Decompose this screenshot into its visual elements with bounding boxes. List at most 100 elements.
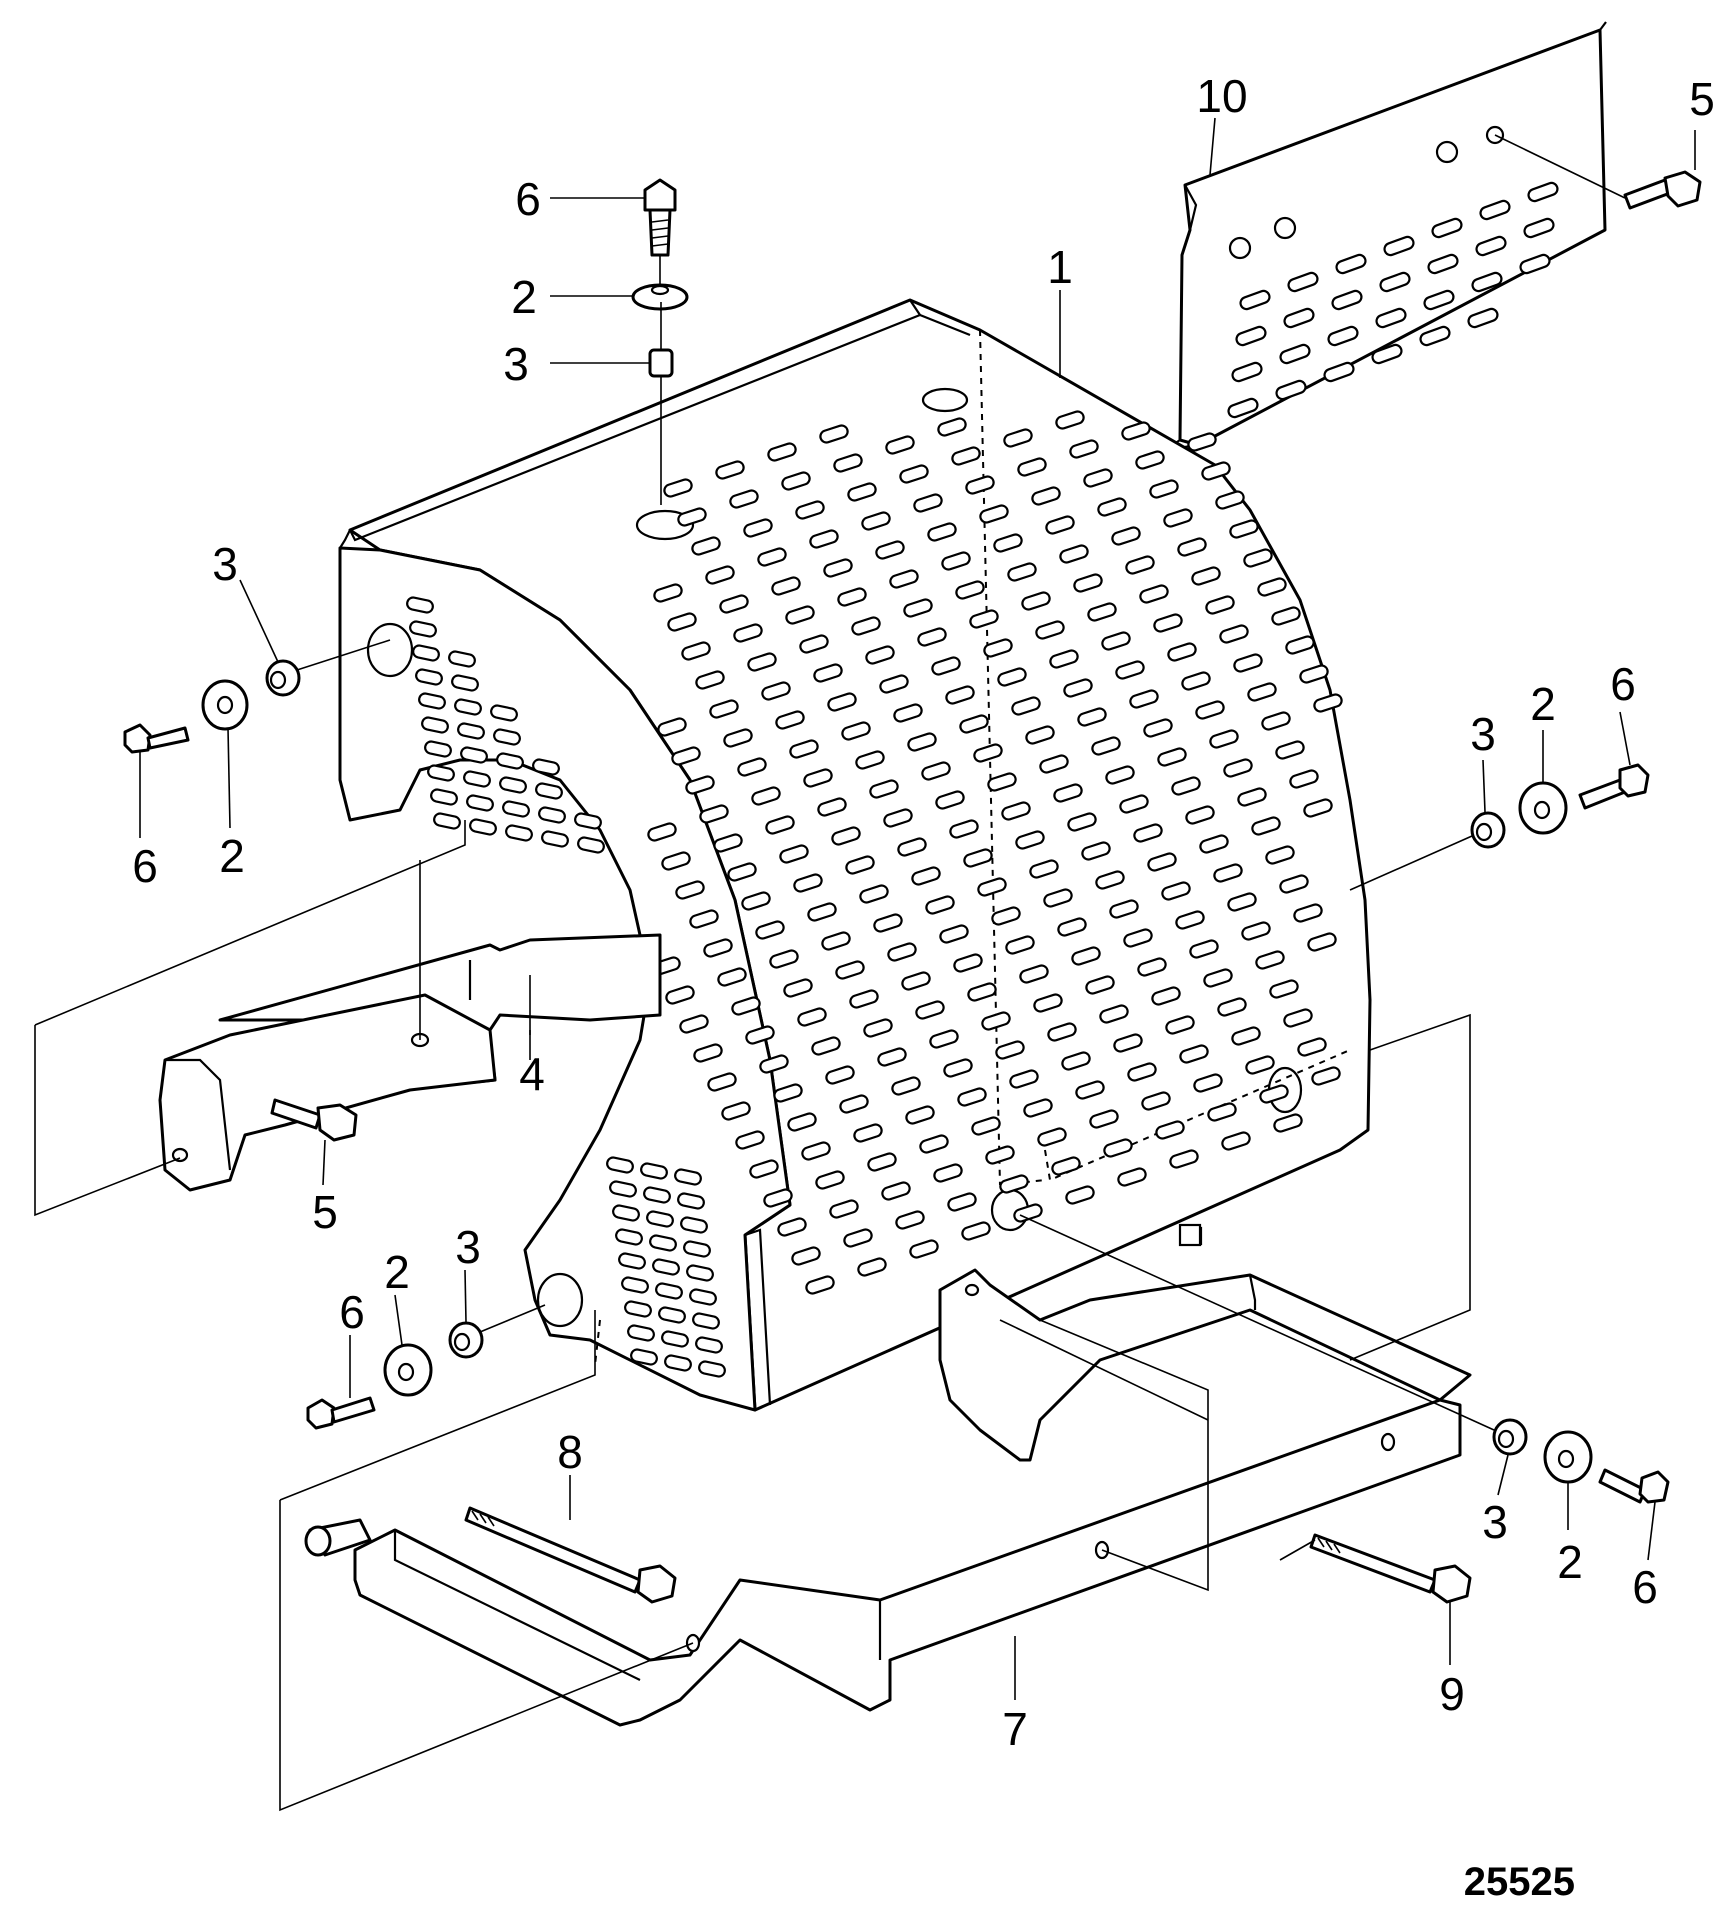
perforation-slot — [771, 576, 801, 596]
perforation-slot — [1061, 1051, 1091, 1071]
perforation-slot — [1085, 975, 1115, 995]
perforation-slot — [807, 902, 837, 922]
perforation-slot — [679, 1014, 709, 1034]
perforation-slot — [883, 808, 913, 828]
perforation-slot — [1071, 946, 1101, 966]
bolt-9 — [1309, 1533, 1472, 1604]
perforation-slot — [941, 551, 971, 571]
perforation-slot — [1157, 747, 1187, 767]
perforation-slot — [1105, 765, 1135, 785]
perforation-slot — [1111, 526, 1141, 546]
perforation-slot — [643, 1186, 671, 1204]
perforation-slot — [1051, 1156, 1081, 1176]
perforation-slot — [795, 500, 825, 520]
perforation-slot — [1125, 555, 1155, 575]
perforation-slot — [685, 775, 715, 795]
perforation-slot — [1287, 271, 1319, 293]
perforation-slot — [981, 1011, 1011, 1031]
perforation-slot — [1215, 490, 1245, 510]
perforation-slot — [658, 1306, 686, 1324]
perforation-slot — [1285, 635, 1315, 655]
perforation-slot — [1151, 986, 1181, 1006]
perforation-slot — [1371, 343, 1403, 365]
callout-3-lower-right: 3 — [1482, 1496, 1508, 1548]
perforation-slot — [683, 1240, 711, 1258]
perforation-slot — [1103, 1138, 1133, 1158]
perforation-slot — [415, 668, 443, 686]
perforation-slot — [939, 924, 969, 944]
perforation-slot — [1017, 457, 1047, 477]
figure-number: 25525 — [1464, 1860, 1575, 1904]
perforation-slot — [1115, 660, 1145, 680]
perforation-slot — [759, 1054, 789, 1074]
perforation-slot — [655, 1282, 683, 1300]
perforation-slot — [1323, 361, 1355, 383]
perforation-slot — [1303, 798, 1333, 818]
weld-nut — [1178, 1223, 1202, 1247]
part-10-rear-plate — [1164, 21, 1607, 452]
perforation-slot — [761, 681, 791, 701]
perforation-slot — [819, 424, 849, 444]
perforation-slot — [779, 844, 809, 864]
perforation-slot — [1275, 379, 1307, 401]
perforation-slot — [677, 507, 707, 527]
perforation-slot — [825, 1065, 855, 1085]
perforation-slot — [532, 758, 560, 776]
perforation-slot — [1331, 289, 1363, 311]
perforation-slot — [677, 1192, 705, 1210]
perforation-slot — [1141, 1091, 1171, 1111]
perforation-slot — [1427, 253, 1459, 275]
perforation-slot — [609, 1180, 637, 1198]
callout-6-right: 6 — [1610, 658, 1636, 710]
callout-2-left: 2 — [219, 830, 245, 882]
perforation-slot — [469, 818, 497, 836]
perforation-slot — [943, 1058, 973, 1078]
perforation-slot — [1239, 289, 1271, 311]
perforation-slot — [647, 822, 677, 842]
perforation-slot — [855, 750, 885, 770]
perforation-slot — [731, 996, 761, 1016]
perforation-slot — [1207, 1102, 1237, 1122]
perforation-slot — [747, 652, 777, 672]
perforation-slot — [433, 812, 461, 830]
perforation-slot — [698, 1360, 726, 1378]
perforation-slot — [1133, 823, 1163, 843]
perforation-slot — [1193, 1073, 1223, 1093]
perforation-slot — [1265, 845, 1295, 865]
perforation-slot — [661, 1330, 689, 1348]
perforation-slot — [791, 1246, 821, 1266]
perforation-slot — [686, 1264, 714, 1282]
perforation-slot — [463, 770, 491, 788]
perforation-slot — [857, 1257, 887, 1277]
perforation-slot — [751, 786, 781, 806]
perforation-slot — [630, 1348, 658, 1366]
perforation-slot — [1097, 497, 1127, 517]
perforation-slot — [1095, 870, 1125, 890]
perforation-slot — [695, 670, 725, 690]
perforation-slot — [1279, 874, 1309, 894]
perforation-slot — [621, 1276, 649, 1294]
callout-3-left: 3 — [212, 538, 238, 590]
perforation-slot — [1467, 307, 1499, 329]
perforation-slot — [627, 1324, 655, 1342]
perforation-slot — [490, 704, 518, 722]
perforation-slot — [1075, 1080, 1105, 1100]
assembly-lines — [34, 820, 1471, 1812]
perforation-slot — [887, 942, 917, 962]
perforation-slot — [1523, 217, 1555, 239]
perforation-slot — [1055, 410, 1085, 430]
perforation-slot — [997, 667, 1027, 687]
perforation-slot — [1143, 718, 1173, 738]
perforation-slot — [713, 833, 743, 853]
perforation-slot — [1161, 881, 1191, 901]
perforation-slot — [1101, 631, 1131, 651]
perforation-slot — [877, 1047, 907, 1067]
part-4-left-bracket — [158, 933, 662, 1192]
perforation-slot — [1117, 1167, 1147, 1187]
perforation-slot — [793, 873, 823, 893]
callout-7: 7 — [1002, 1703, 1028, 1755]
washer-lower-left — [383, 1343, 433, 1397]
perforation-slot — [841, 721, 871, 741]
perforation-slot — [899, 464, 929, 484]
